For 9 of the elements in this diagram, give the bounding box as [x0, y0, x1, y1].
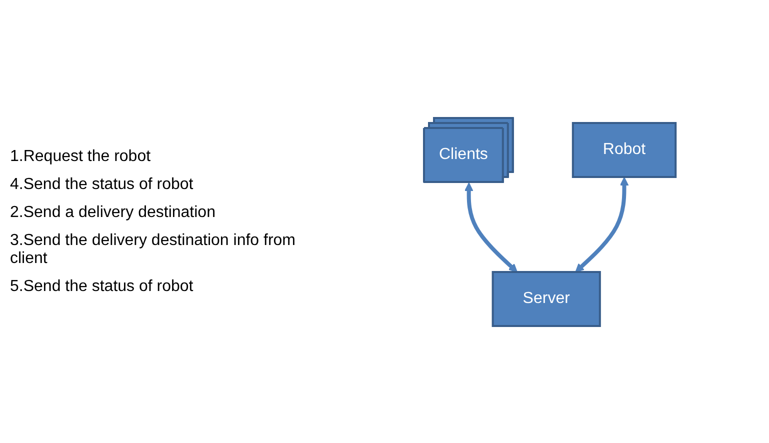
step-note: 4.Send the status of robot	[10, 176, 194, 194]
step-note: 2.Send a delivery destination	[10, 204, 216, 222]
step-note: 1.Request the robot	[10, 148, 152, 166]
step-note: 3.Send the delivery destination info from client	[10, 232, 296, 268]
node-box: Robot	[572, 122, 676, 178]
node-box: Server	[491, 270, 601, 326]
step-note: 5.Send the status of robot	[10, 278, 194, 296]
arrow	[574, 176, 628, 272]
arrow	[464, 182, 518, 272]
